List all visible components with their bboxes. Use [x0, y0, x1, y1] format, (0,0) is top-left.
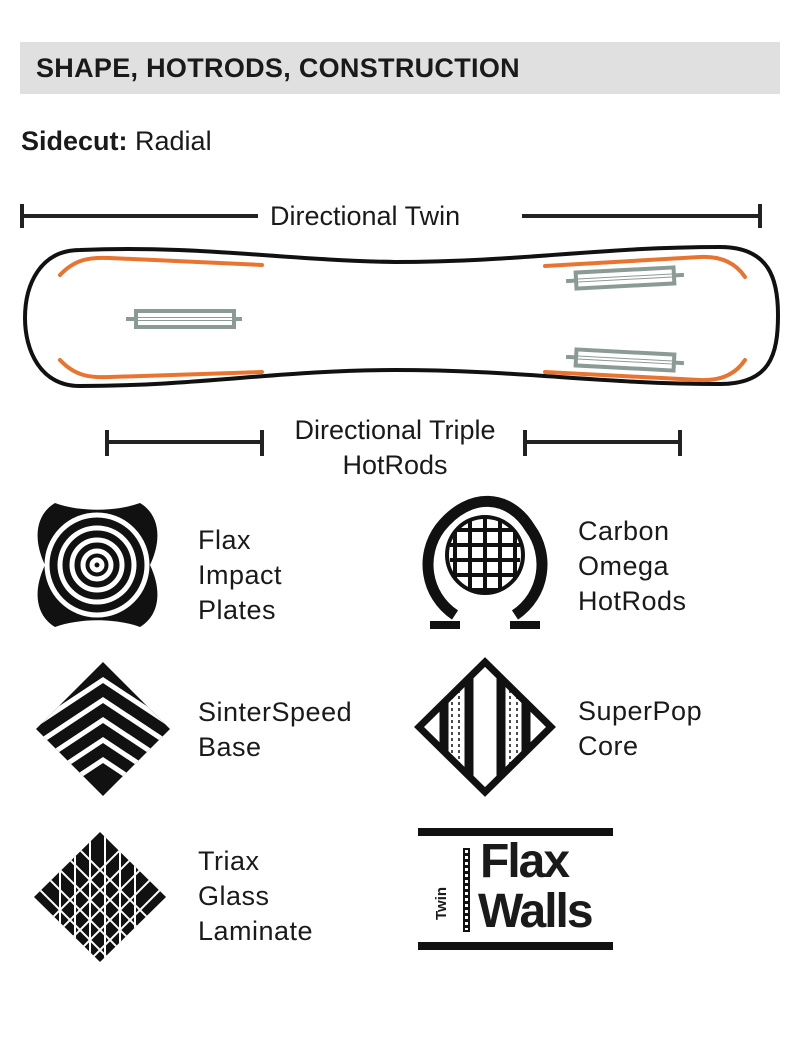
- feature-text: Plates: [198, 595, 277, 625]
- flax-walls-line2: Walls: [478, 885, 594, 938]
- hotrods-label-line1: Directional Triple: [294, 415, 496, 445]
- sidecut-spec: Sidecut: Radial: [21, 126, 212, 157]
- feature-text: Carbon: [578, 516, 670, 546]
- feature-sinterspeed: SinterSpeed Base: [198, 695, 352, 765]
- feature-superpop: SuperPop Core: [578, 694, 702, 764]
- flax-walls-small: Twin: [433, 886, 450, 920]
- feature-carbon-omega: Carbon Omega HotRods: [578, 514, 687, 619]
- hotrods-dimension-line: [105, 430, 682, 456]
- feature-text: Omega: [578, 551, 670, 581]
- feature-text: Triax: [198, 846, 260, 876]
- sidecut-value: Radial: [135, 126, 212, 156]
- twin-dimension-line: [20, 204, 762, 228]
- flax-impact-plates-icon: [37, 503, 158, 627]
- sidecut-edges: [58, 254, 747, 383]
- sinterspeed-base-icon: [36, 662, 170, 796]
- flax-walls-logo: [418, 828, 613, 950]
- shape-label: Directional Twin: [262, 199, 469, 234]
- feature-triax-glass: Triax Glass Laminate: [198, 844, 313, 949]
- feature-text: Base: [198, 732, 262, 762]
- hotrod-nose-top: [565, 265, 685, 291]
- feature-text: Laminate: [198, 916, 314, 946]
- hotrods-label-line2: HotRods: [342, 450, 448, 480]
- feature-text: Core: [578, 731, 639, 761]
- feature-text: SuperPop: [578, 696, 703, 726]
- feature-text: HotRods: [578, 586, 687, 616]
- hotrod-nose-bottom: [565, 347, 685, 373]
- hotrods-label: Directional Triple HotRods: [270, 413, 520, 483]
- hotrod-tail: [126, 309, 242, 329]
- feature-text: Glass: [198, 881, 270, 911]
- feature-text: SinterSpeed: [198, 697, 353, 727]
- flax-walls-line1: Flax: [480, 835, 570, 888]
- feature-flax-impact-plates: Flax Impact Plates: [198, 523, 282, 628]
- sidecut-label: Sidecut:: [21, 126, 128, 156]
- feature-text: Flax: [198, 525, 252, 555]
- section-header: SHAPE, HOTRODS, CONSTRUCTION: [20, 42, 780, 94]
- carbon-omega-icon: [422, 495, 548, 629]
- section-title: SHAPE, HOTRODS, CONSTRUCTION: [36, 53, 520, 83]
- superpop-core-icon: [414, 657, 556, 797]
- feature-text: Impact: [198, 560, 283, 590]
